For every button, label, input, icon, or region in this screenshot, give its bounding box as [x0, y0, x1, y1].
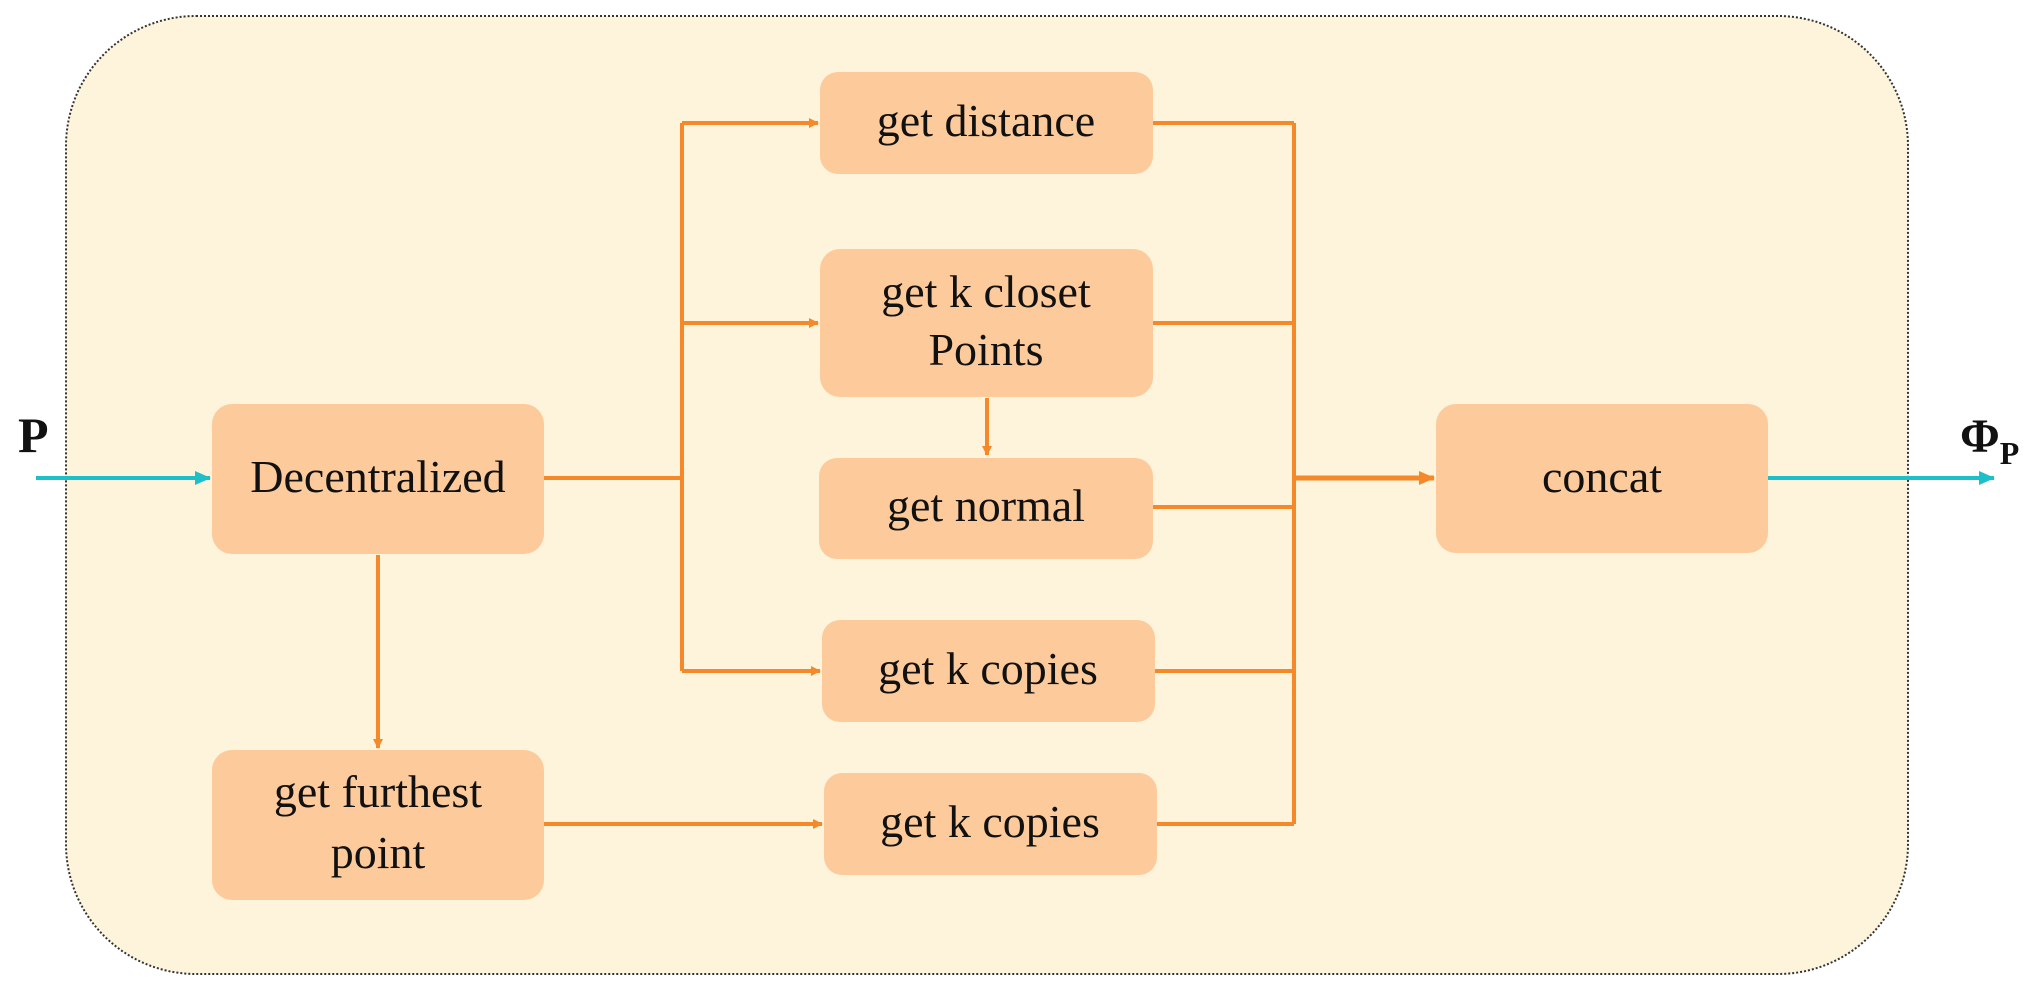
node-get-normal: get normal — [819, 458, 1153, 559]
node-label: get k closet — [881, 266, 1091, 317]
svg-text:get distance: get distance — [877, 95, 1095, 146]
node-get-furthest-point: get furthest point — [212, 750, 544, 900]
svg-text:get normal: get normal — [887, 480, 1085, 531]
svg-text:get furthest: get furthest — [274, 766, 482, 817]
svg-text:Decentralized: Decentralized — [250, 451, 505, 502]
svg-text:point: point — [331, 827, 426, 878]
output-subscript: P — [2000, 435, 2020, 471]
node-get-k-copies-2: get k copies — [824, 773, 1157, 875]
node-label: Points — [928, 324, 1043, 375]
svg-text:get k copies: get k copies — [878, 643, 1098, 694]
node-get-distance: get distance — [820, 72, 1153, 174]
svg-text:get k copies: get k copies — [880, 796, 1100, 847]
node-label: get distance — [877, 95, 1095, 146]
node-label: get k copies — [878, 643, 1098, 694]
edges — [36, 118, 1995, 829]
node-get-k-copies-1: get k copies — [822, 620, 1155, 722]
node-label: get k copies — [880, 796, 1100, 847]
node-concat: concat — [1436, 404, 1768, 553]
node-label: get normal — [887, 480, 1085, 531]
node-label: get furthest — [274, 766, 482, 817]
svg-text:Points: Points — [928, 324, 1043, 375]
svg-text:get k closet: get k closet — [881, 266, 1091, 317]
output-label: ΦP — [1960, 410, 2019, 471]
node-get-k-closet-points: get k closet Points — [820, 249, 1153, 397]
node-label: concat — [1542, 451, 1662, 502]
node-label: point — [331, 827, 426, 878]
input-label: P — [18, 407, 49, 463]
output-symbol: Φ — [1960, 410, 2000, 463]
node-decentralized: Decentralized — [212, 404, 544, 554]
svg-text:concat: concat — [1542, 451, 1662, 502]
node-label: Decentralized — [250, 451, 505, 502]
